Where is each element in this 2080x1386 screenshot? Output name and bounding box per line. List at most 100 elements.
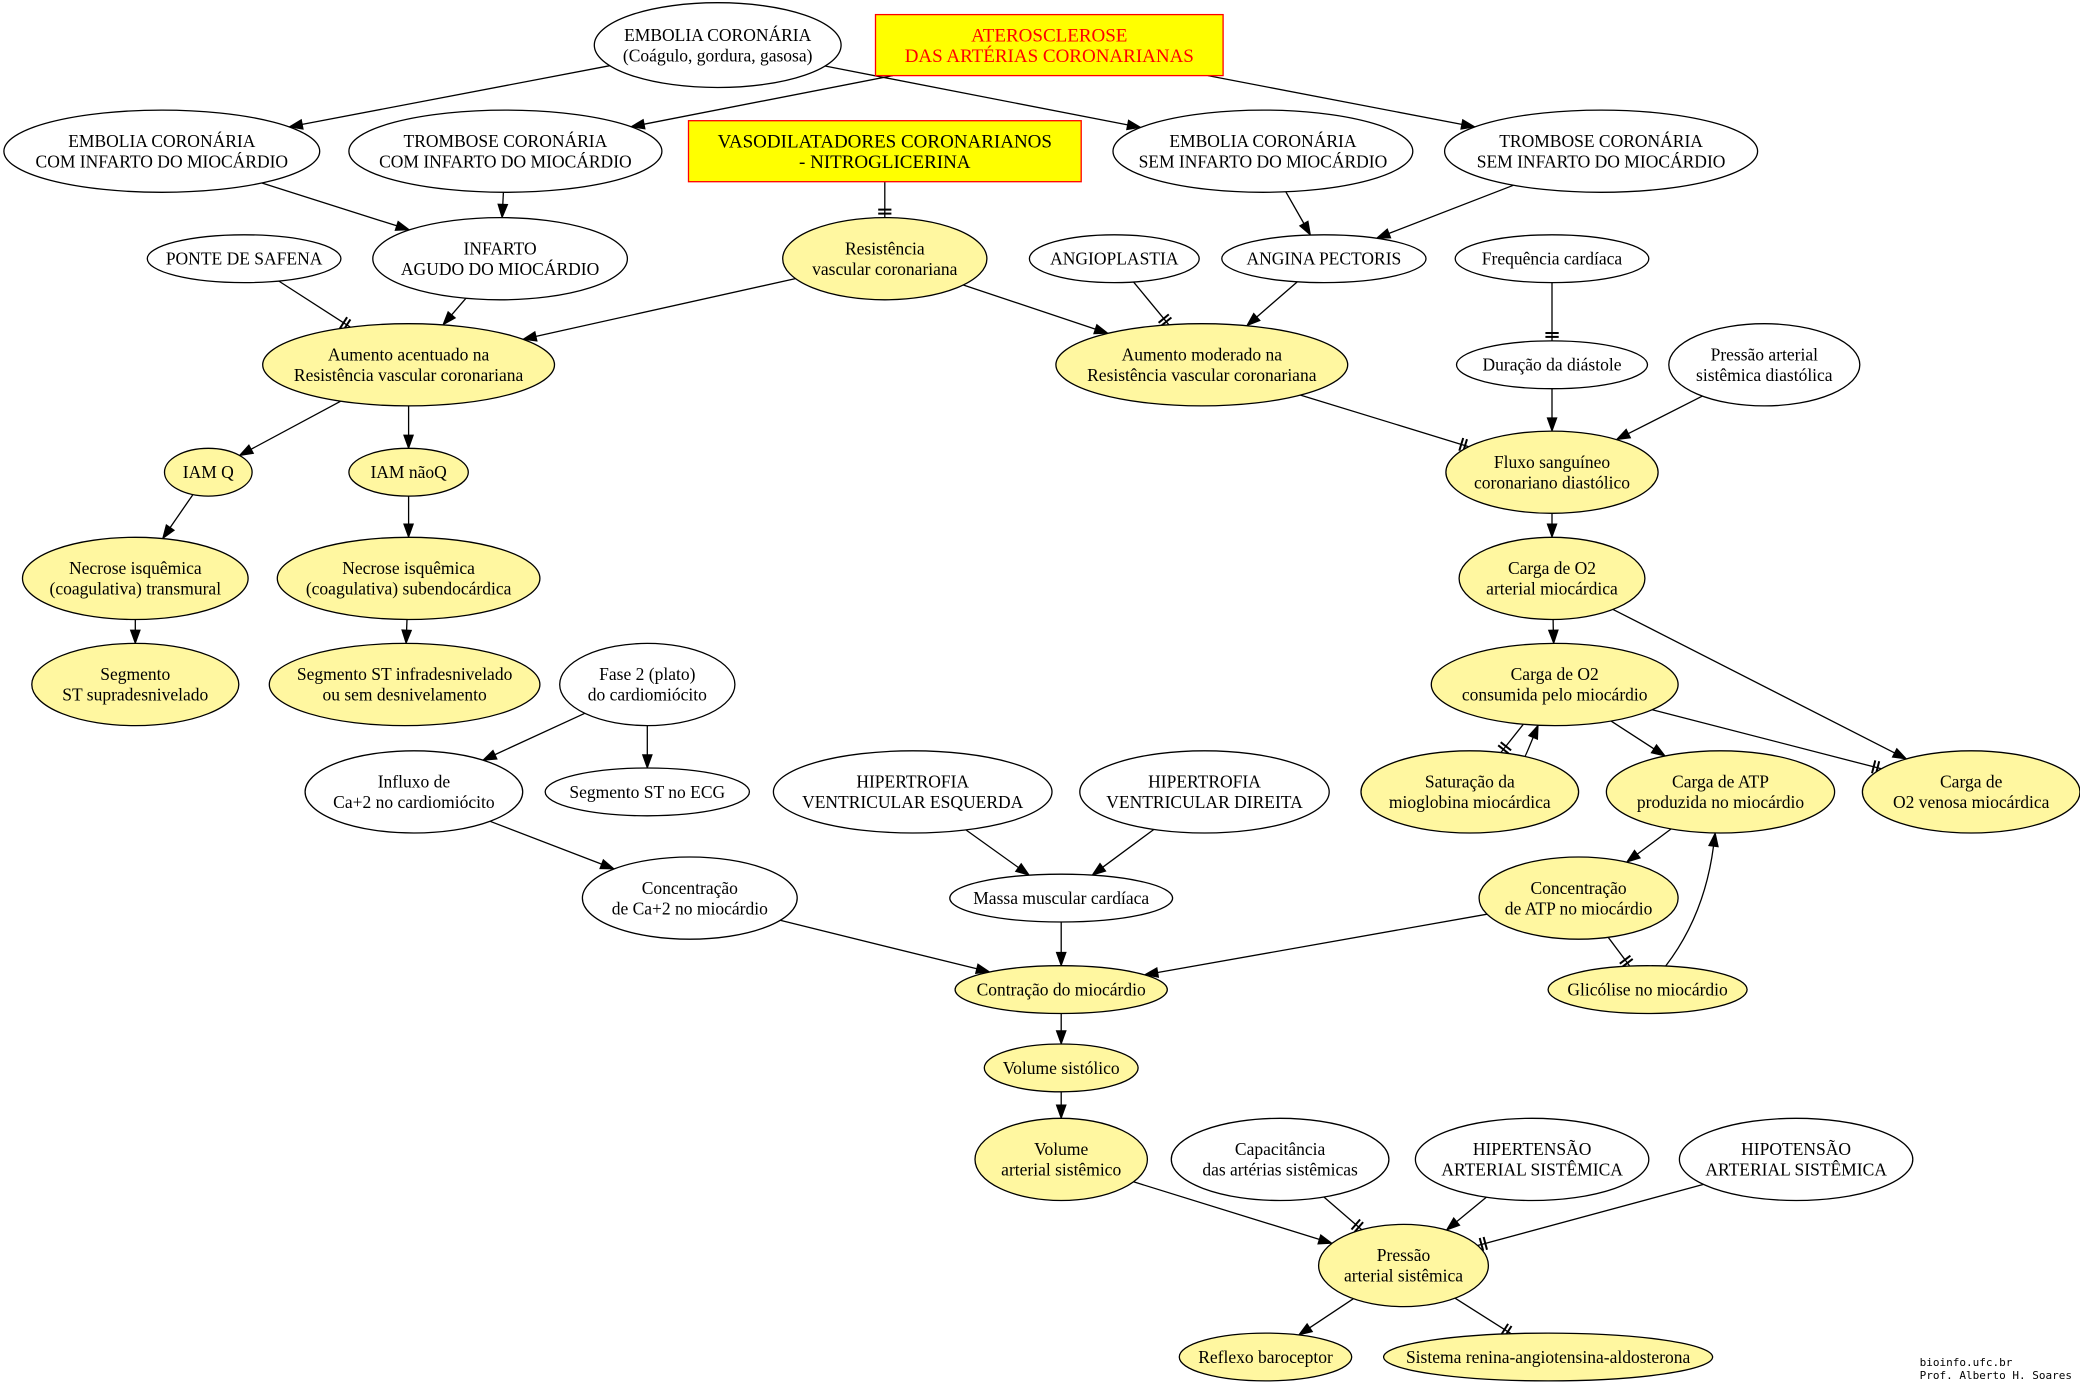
edge-aterosclerose-to-trombose_sem_infarto [1207, 74, 1477, 130]
node-label: TROMBOSE CORONÁRIA [404, 131, 608, 151]
edge-resistencia_vascular-to-aumento_moderado [963, 284, 1110, 335]
edge-aumento_acentuado-to-iam_q [238, 400, 342, 457]
edge-fluxo_sanguineo-to-carga_o2_arterial [1546, 513, 1558, 539]
edge-infarto_agudo-to-aumento_acentuado [442, 297, 467, 326]
edge-concentracao_atp-to-glicolise [1607, 936, 1634, 968]
node-label: HIPOTENSÃO [1741, 1139, 1851, 1159]
node-label: IAM nãoQ [370, 462, 447, 482]
edge-trombose_sem_infarto-to-angina_pectoris [1375, 184, 1514, 239]
node-label: Carga de ATP [1672, 772, 1769, 792]
nodes-layer: EMBOLIA CORONÁRIA (Coágulo, gordura, gaso… [3, 2, 2080, 1382]
node-angioplastia: ANGIOPLASTIA [1028, 234, 1200, 284]
edge-trombose_com_infarto-to-infarto_agudo [497, 192, 509, 220]
node-label: sistêmica diastólica [1696, 365, 1833, 385]
node-label: DAS ARTÉRIAS CORONARIANAS [905, 45, 1194, 67]
edge-volume_arterial-to-pressao_sistemica [1133, 1181, 1334, 1245]
node-label: Concentração [1530, 878, 1626, 898]
node-label: (Coágulo, gordura, gasosa) [623, 45, 813, 65]
node-label: Resistência [845, 238, 925, 258]
node-label: produzida no miocárdio [1637, 792, 1804, 812]
edge-aumento_acentuado-to-iam_naoq [403, 405, 415, 450]
node-label: SEM INFARTO DO MIOCÁRDIO [1139, 151, 1388, 171]
edge-glicolise-to-carga_atp [1665, 831, 1719, 967]
node-label: Carga de [1940, 772, 2003, 792]
node-volume-sistolico: Volume sistólico [983, 1043, 1139, 1093]
node-label: O2 venosa miocárdica [1893, 792, 2050, 812]
node-label: Saturação da [1425, 772, 1515, 792]
node-label: PONTE DE SAFENA [166, 249, 323, 269]
node-label: COM INFARTO DO MIOCÁRDIO [36, 151, 289, 171]
edge-embolia_com_infarto-to-infarto_agudo [261, 182, 411, 231]
edge-pressao_diastolica-to-fluxo_sanguineo [1615, 395, 1703, 441]
node-label: AGUDO DO MIOCÁRDIO [401, 259, 599, 279]
node-label: Contração do miocárdio [977, 980, 1146, 1000]
node-label: coronariano diastólico [1474, 472, 1630, 492]
node-label: Massa muscular cardíaca [973, 888, 1149, 908]
node-label: (coagulativa) subendocárdica [306, 579, 512, 599]
edge-iam_naoq-to-necrose_subendocardica [403, 496, 415, 539]
edge-contracao-to-volume_sistolico [1055, 1013, 1067, 1046]
node-label: Aumento moderado na [1122, 345, 1283, 365]
node-label: arterial sistêmico [1001, 1160, 1121, 1180]
node-label: HIPERTENSÃO [1473, 1139, 1592, 1159]
node-label: consumida pelo miocárdio [1462, 685, 1648, 705]
edge-saturacao_mioglobina-to-carga_o2_consumida [1524, 723, 1539, 758]
edge-embolia_sem_infarto-to-angina_pectoris [1285, 191, 1312, 237]
node-label: COM INFARTO DO MIOCÁRDIO [379, 151, 632, 171]
edge-frequencia_cardiaca-to-duracao_diastole [1545, 282, 1559, 341]
edge-carga_o2_arterial-to-carga_o2_venosa [1612, 608, 1908, 760]
edge-pressao_sistemica-to-sistema_renina [1454, 1297, 1513, 1338]
node-label: vascular coronariana [812, 259, 957, 279]
node-label: Segmento ST infradesnivelado [297, 664, 513, 684]
node-label: Duração da diástole [1483, 355, 1622, 375]
node-label: TROMBOSE CORONÁRIA [1499, 131, 1703, 151]
node-angina-pectoris: ANGINA PECTORIS [1221, 234, 1427, 284]
node-label: Fase 2 (plato) [599, 664, 695, 684]
node-label: EMBOLIA CORONÁRIA [68, 131, 256, 151]
node-vasodilatadores: VASODILATADORES CORONARIANOS- NITROGLICE… [687, 120, 1082, 183]
node-label: arterial sistêmica [1344, 1266, 1463, 1286]
node-label: ARTERIAL SISTÊMICA [1705, 1160, 1887, 1180]
node-duracao-diastole: Duração da diástole [1455, 340, 1649, 390]
edge-volume_sistolico-to-volume_arterial [1055, 1091, 1067, 1120]
node-label: Necrose isquêmica [69, 558, 202, 578]
node-label: Concentração [642, 878, 738, 898]
node-label: VENTRICULAR ESQUERDA [802, 792, 1024, 812]
edge-ponte_safena-to-aumento_acentuado [278, 280, 352, 332]
node-sistema-renina: Sistema renina-angiotensina-aldosterona [1382, 1332, 1714, 1382]
edge-massa_muscular-to-contracao [1055, 921, 1067, 968]
edge-concentracao_ca-to-contracao [779, 919, 992, 974]
node-label: Aumento acentuado na [328, 345, 490, 365]
node-label: IAM Q [183, 462, 234, 482]
node-label: ANGINA PECTORIS [1247, 249, 1402, 269]
edge-pressao_sistemica-to-reflexo_baroceptor [1297, 1298, 1354, 1336]
node-label: Ca+2 no cardiomiócito [333, 792, 495, 812]
node-label: Fluxo sanguíneo [1494, 452, 1610, 472]
edge-carga_o2_arterial-to-carga_o2_consumida [1547, 619, 1559, 645]
edge-carga_o2_consumida-to-saturacao_mioglobina [1497, 723, 1524, 755]
node-necrose-transmural: Necrose isquêmica(coagulativa) transmura… [21, 536, 249, 621]
edge-hipertrofia_direita-to-massa_muscular [1091, 828, 1155, 876]
node-label: do cardiomiócito [588, 685, 707, 705]
edge-fase2_plato-to-influxo_ca [481, 712, 586, 761]
edge-necrose_subendocardica-to-segmento_st_infra [401, 619, 413, 645]
edge-vasodilatadores-to-resistencia_vascular [878, 181, 892, 218]
node-reflexo-baroceptor: Reflexo baroceptor [1178, 1332, 1353, 1382]
node-ponte-safena: PONTE DE SAFENA [146, 234, 342, 284]
edge-aterosclerose-to-trombose_com_infarto [629, 74, 894, 130]
node-label: Pressão [1377, 1245, 1431, 1265]
footer-author: Prof. Alberto H. Soares [1919, 1369, 2072, 1382]
